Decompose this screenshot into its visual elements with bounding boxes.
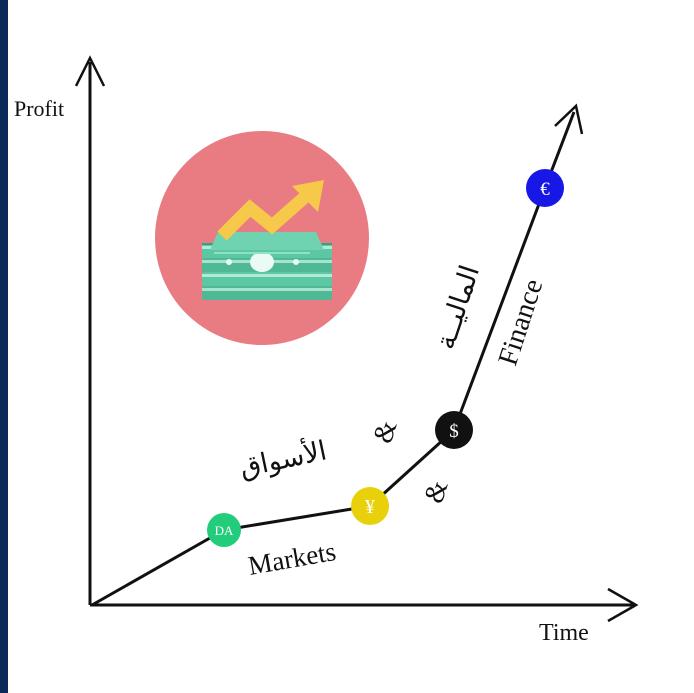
label-finance-ar: الماليــة: [430, 262, 485, 353]
label-ampersand-2: &: [418, 476, 454, 507]
marker-euro-circle: [526, 169, 564, 207]
marker-euro-symbol: €: [540, 179, 550, 200]
rising-arrow-icon: [217, 180, 324, 241]
marker-yen: ¥: [351, 487, 389, 525]
marker-dinar-circle: [207, 513, 241, 547]
y-axis-label: Profit: [14, 96, 64, 121]
marker-dinar: DA: [207, 513, 241, 547]
x-axis-label: Time: [539, 620, 589, 646]
label-markets: Markets: [246, 536, 338, 581]
y-axis-arrowhead: [74, 55, 106, 87]
marker-dollar: $: [435, 411, 473, 449]
label-finance: Finance: [492, 275, 549, 369]
x-axis-arrowhead: [607, 587, 639, 623]
marker-dinar-symbol: DA: [215, 523, 234, 538]
label-ampersand-1: &: [367, 416, 403, 447]
label-markets-ar: الأسواق: [237, 433, 330, 484]
marker-yen-circle: [351, 487, 389, 525]
y-axis: [74, 55, 106, 605]
x-axis: [90, 587, 639, 623]
money-stack-icon: [202, 232, 332, 300]
marker-euro: €: [526, 169, 564, 207]
marker-dollar-circle: [435, 411, 473, 449]
money-growth-icon: [155, 131, 369, 345]
marker-yen-symbol: ¥: [365, 496, 375, 518]
left-color-band: [0, 0, 8, 693]
growth-curve-arrowhead: [554, 103, 584, 135]
marker-dollar-symbol: $: [449, 421, 459, 442]
